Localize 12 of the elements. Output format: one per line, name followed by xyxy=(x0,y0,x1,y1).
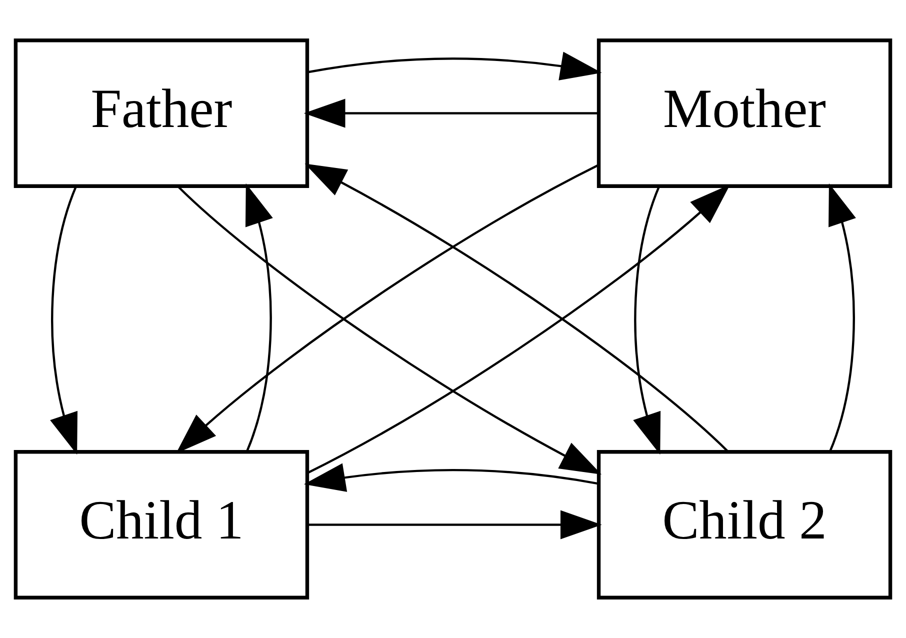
arrow xyxy=(304,98,598,128)
arrow xyxy=(50,186,78,455)
arrow xyxy=(828,183,856,452)
arrow xyxy=(633,186,661,455)
arrow xyxy=(307,510,602,540)
arrow xyxy=(245,183,273,452)
arrow xyxy=(307,52,602,80)
arrow xyxy=(304,463,599,492)
node-box: Mother xyxy=(596,38,892,188)
node-box: Child 1 xyxy=(14,450,310,600)
node-box: Child 2 xyxy=(596,450,892,600)
node-box: Father xyxy=(14,38,310,188)
